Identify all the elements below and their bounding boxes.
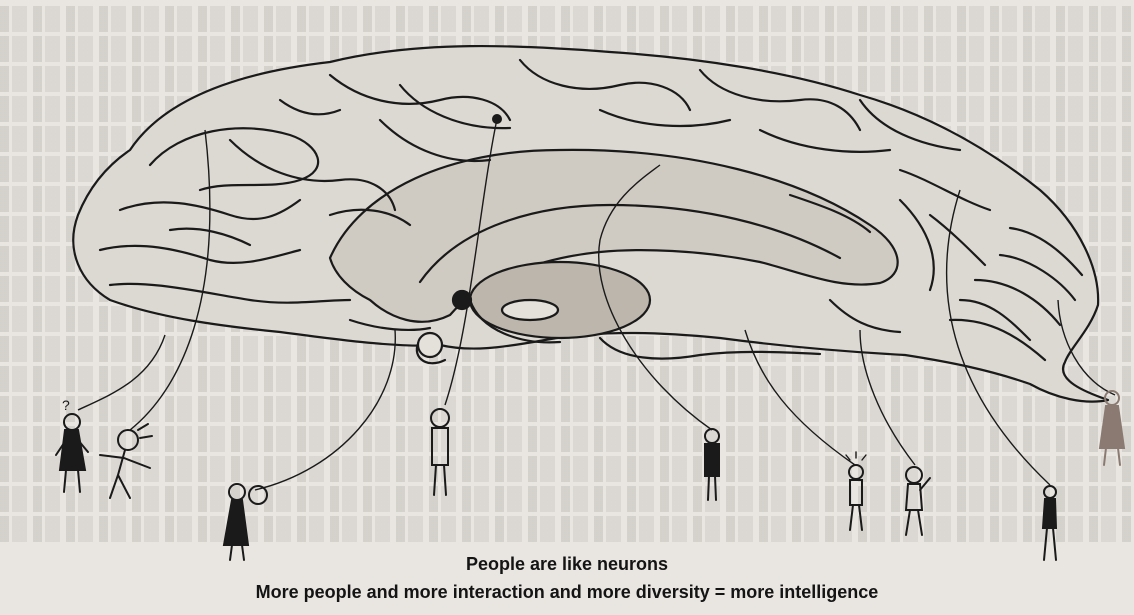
caption-title: People are like neurons [0, 554, 1134, 575]
person-figure [56, 414, 88, 492]
person-figure [705, 429, 719, 500]
person-figure [1100, 391, 1124, 465]
person-figure [906, 467, 930, 535]
person-figure [431, 409, 449, 495]
idea-spark-icon [846, 452, 866, 460]
brain-illustration [73, 46, 1108, 402]
person-figure [849, 465, 863, 530]
question-mark-icon: ? [62, 397, 70, 413]
person-figure [100, 424, 152, 498]
svg-text:?: ? [62, 397, 70, 413]
person-figure [1043, 486, 1056, 560]
caption-subtitle: More people and more interaction and mor… [0, 582, 1134, 603]
person-figure [224, 484, 267, 560]
